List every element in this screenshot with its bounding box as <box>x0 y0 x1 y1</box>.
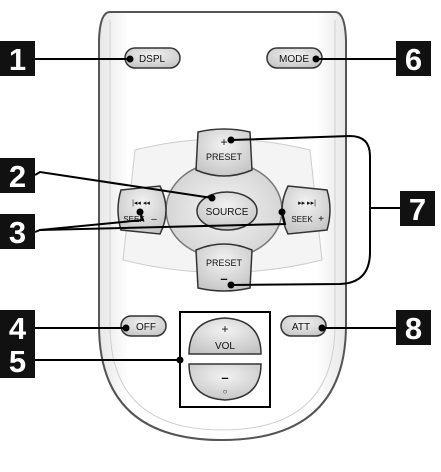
callout-1: 1 <box>0 41 35 77</box>
preset-down-sign: – <box>220 271 227 286</box>
vol-down-sign: – <box>221 370 228 385</box>
seek-back-label: SEEK <box>123 215 145 224</box>
svg-text:7: 7 <box>409 192 426 227</box>
mode-label: MODE <box>279 54 309 65</box>
source-label: SOURCE <box>206 207 249 218</box>
preset-down-label: PRESET <box>206 258 243 268</box>
callout-6: 6 <box>396 41 431 77</box>
seek-forward-sign: + <box>318 214 324 225</box>
callout-8: 8 <box>396 310 431 346</box>
svg-text:6: 6 <box>405 42 422 77</box>
preset-up-button[interactable]: + PRESET <box>195 128 253 177</box>
svg-text:5: 5 <box>9 344 26 379</box>
seek-forward-button[interactable]: ▸▸ ▸▸| SEEK + <box>281 185 331 235</box>
callout-dots <box>122 55 326 364</box>
att-button[interactable]: ATT <box>280 315 327 337</box>
callout-4: 4 <box>0 310 35 346</box>
callout-7: 7 <box>400 191 435 227</box>
svg-text:4: 4 <box>9 311 27 346</box>
seek-back-icon: |◂◂ ◂◂ <box>132 200 150 207</box>
off-button[interactable]: OFF <box>120 315 167 337</box>
seek-back-sign: – <box>151 214 157 225</box>
callout-2: 2 <box>0 158 35 194</box>
seek-forward-icon: ▸▸ ▸▸| <box>298 200 316 207</box>
preset-down-button[interactable]: PRESET – <box>195 243 253 292</box>
svg-text:2: 2 <box>9 159 26 194</box>
callout-5: 5 <box>0 343 35 379</box>
vol-down-button[interactable]: – ○ <box>188 363 262 401</box>
vol-label: VOL <box>215 341 235 352</box>
svg-text:3: 3 <box>9 215 26 250</box>
preset-up-sign: + <box>220 135 227 149</box>
svg-text:8: 8 <box>405 311 422 346</box>
svg-text:1: 1 <box>9 42 26 77</box>
off-label: OFF <box>136 322 156 333</box>
vol-down-mark: ○ <box>223 387 228 396</box>
att-label: ATT <box>292 322 310 333</box>
dspl-label: DSPL <box>139 54 166 65</box>
vol-up-button[interactable]: + VOL <box>188 317 262 355</box>
callout-lines <box>34 58 400 361</box>
vol-up-sign: + <box>221 322 228 336</box>
remote-body-inner-edge <box>109 20 336 431</box>
seek-forward-label: SEEK <box>291 215 313 224</box>
callout-3: 3 <box>0 214 35 250</box>
preset-up-label: PRESET <box>206 152 243 162</box>
